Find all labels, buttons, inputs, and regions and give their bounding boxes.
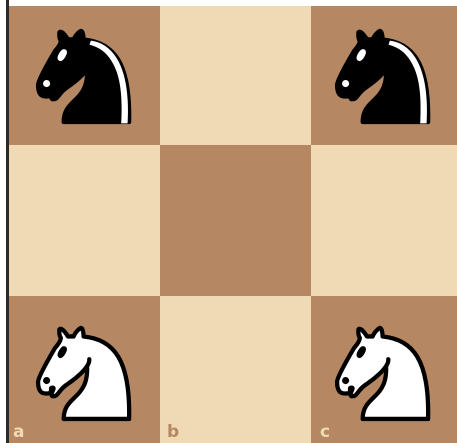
black-knight-icon[interactable]	[21, 11, 149, 139]
square-c1[interactable]: c	[311, 296, 457, 443]
square-a2[interactable]	[9, 145, 160, 296]
square-b2[interactable]	[160, 145, 311, 296]
square-b1[interactable]: b	[160, 296, 311, 443]
file-label-c: c	[320, 422, 330, 442]
square-c3[interactable]	[311, 6, 457, 145]
file-label-b: b	[167, 422, 179, 442]
black-knight-icon[interactable]	[320, 11, 448, 139]
square-a3[interactable]	[9, 6, 160, 145]
white-knight-icon[interactable]	[21, 308, 149, 436]
square-c2[interactable]	[311, 145, 457, 296]
chess-board: a b c	[9, 6, 457, 443]
square-b3[interactable]	[160, 6, 311, 145]
file-label-a: a	[13, 422, 24, 442]
square-a1[interactable]: a	[9, 296, 160, 443]
white-knight-icon[interactable]	[320, 308, 448, 436]
